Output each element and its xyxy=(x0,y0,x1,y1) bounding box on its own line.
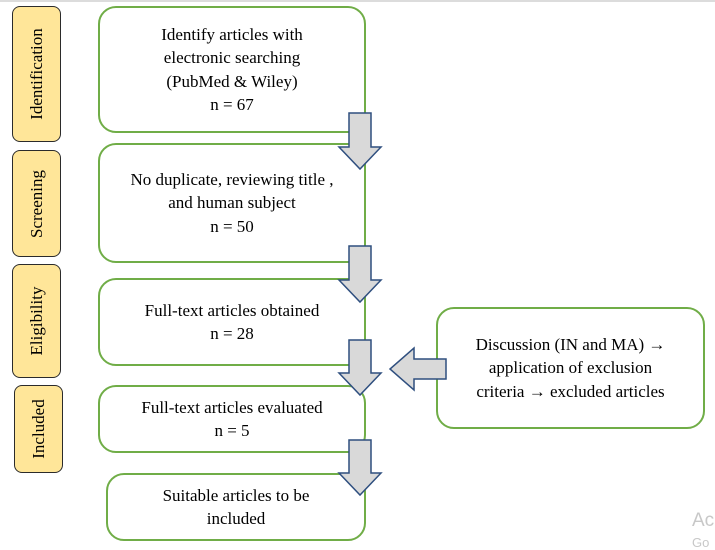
down-arrow-4-icon xyxy=(337,439,383,497)
box-discussion-line-1: Discussion (IN and MA) → xyxy=(475,334,666,354)
box-discussion-exclusion: Discussion (IN and MA) → application of … xyxy=(436,307,705,429)
box-obtained-line-1: Full-text articles obtained xyxy=(144,300,320,320)
box-suitable-line-1: Suitable articles to be xyxy=(162,485,310,505)
down-arrow-3-icon xyxy=(337,339,383,397)
stage-included: Included xyxy=(14,385,63,473)
down-arrow-2-icon xyxy=(337,245,383,304)
stage-eligibility: Eligibility xyxy=(12,264,61,378)
box-identify-line-3: (PubMed & Wiley) xyxy=(166,71,298,91)
box-obtained-line-2: n = 28 xyxy=(210,324,254,343)
box-identify-line-1: Identify articles with xyxy=(161,24,303,44)
top-border-line xyxy=(0,0,715,2)
watermark-line-1: Ac xyxy=(692,510,715,531)
box-suitable-articles: Suitable articles to be included xyxy=(106,473,366,541)
box-full-text-obtained: Full-text articles obtained n = 28 xyxy=(98,278,366,366)
box-screen-line-2: and human subject xyxy=(168,193,296,213)
stage-screening: Screening xyxy=(12,150,61,257)
box-discussion-line-3: criteria → excluded articles xyxy=(476,381,665,401)
box-suitable-line-2: included xyxy=(206,509,266,528)
watermark-line-2: Go xyxy=(692,535,710,550)
box-screening: No duplicate, reviewing title , and huma… xyxy=(98,143,366,263)
box-screen-line-3: n = 50 xyxy=(210,216,254,236)
left-arrow-exclusion-icon xyxy=(388,346,447,392)
box-full-text-evaluated: Full-text articles evaluated n = 5 xyxy=(98,385,366,453)
stage-identification: Identification xyxy=(12,6,61,142)
box-evaluated-line-1: Full-text articles evaluated xyxy=(141,397,323,417)
box-identify-line-4: n = 67 xyxy=(210,95,254,114)
down-arrow-1-icon xyxy=(337,112,383,171)
box-evaluated-line-2: n = 5 xyxy=(214,421,250,440)
box-identify-line-2: electronic searching xyxy=(163,48,301,67)
box-screen-line-1: No duplicate, reviewing title , xyxy=(130,169,334,189)
box-identify-articles: Identify articles with electronic search… xyxy=(98,6,366,133)
box-discussion-line-2: application of exclusion xyxy=(488,358,653,378)
